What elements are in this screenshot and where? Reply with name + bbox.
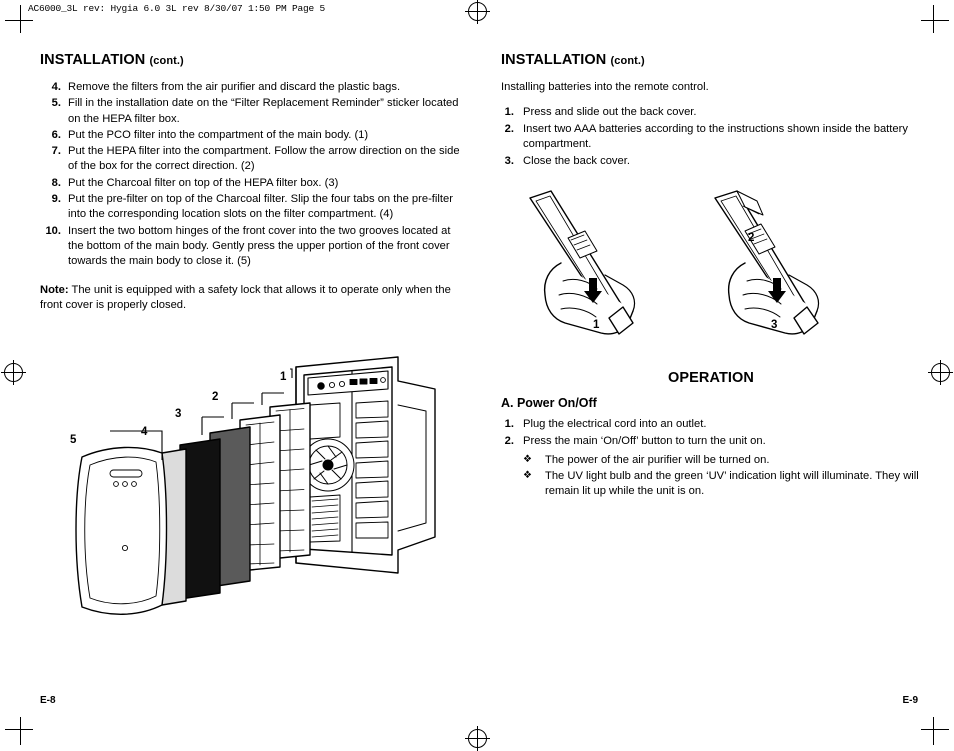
list-item: 9. Put the pre-filter on top of the Charc…: [40, 192, 465, 223]
list-item-text: Put the Charcoal filter on top of the HE…: [68, 176, 339, 189]
list-item: 2. Press the main ‘On/Off’ button to turn…: [501, 434, 921, 449]
list-item-number: 2.: [504, 122, 514, 135]
crop-mark-br-v: [933, 717, 934, 745]
list-item: 3. Close the back cover.: [501, 154, 921, 169]
note-label: Note:: [40, 283, 69, 296]
right-section-heading: INSTALLATION (cont.): [501, 52, 921, 68]
remote-battery-diagram: [505, 185, 905, 350]
list-item-text: Insert two AAA batteries according to th…: [523, 122, 908, 151]
list-item-number: 8.: [51, 176, 61, 189]
crop-mark-tr-v: [933, 5, 934, 33]
remote-figure-label-3: 3: [771, 319, 778, 331]
list-item-number: 1.: [504, 105, 514, 118]
list-item-number: 10.: [45, 224, 61, 237]
list-item: ❖ The UV light bulb and the green ‘UV’ in…: [523, 469, 921, 500]
list-item-text: Close the back cover.: [523, 155, 630, 168]
crop-mark-bl-v: [20, 717, 21, 745]
operation-bullets-list: ❖ The power of the air purifier will be t…: [523, 453, 921, 500]
list-item: 2. Insert two AAA batteries according to …: [501, 122, 921, 153]
list-item-text: Plug the electrical cord into an outlet.: [523, 418, 707, 430]
battery-steps-list: 1. Press and slide out the back cover. 2.…: [501, 105, 921, 170]
registration-mark-right: [928, 360, 953, 385]
figure-label-5: 5: [70, 434, 77, 446]
crop-mark-tr-h: [921, 20, 949, 21]
diamond-bullet-icon: ❖: [523, 454, 532, 466]
list-item-text: Press the main ‘On/Off’ button to turn t…: [523, 435, 766, 448]
list-item-number: 2.: [504, 435, 514, 448]
list-item-text: The power of the air purifier will be tu…: [545, 453, 770, 466]
list-item-text: The UV light bulb and the green ‘UV’ ind…: [545, 469, 919, 498]
operation-section: OPERATION A. Power On/Off 1. Plug the ele…: [501, 370, 921, 500]
crop-mark-tl-h: [5, 20, 33, 21]
list-item-text: Remove the filters from the air purifier…: [68, 81, 401, 93]
diamond-bullet-icon: ❖: [523, 470, 532, 482]
list-item: ❖ The power of the air purifier will be t…: [523, 453, 921, 468]
list-item: 8. Put the Charcoal filter on top of the …: [40, 176, 465, 191]
registration-mark-bottom: [465, 726, 490, 751]
registration-mark-top: [465, 0, 490, 24]
note-text: The unit is equipped with a safety lock …: [40, 283, 451, 312]
registration-mark-left: [1, 360, 26, 385]
list-item-number: 4.: [51, 81, 61, 93]
left-heading-text: INSTALLATION: [40, 52, 146, 68]
list-item-text: Put the HEPA filter into the compartment…: [68, 145, 460, 173]
list-item: 1. Press and slide out the back cover.: [501, 105, 921, 120]
list-item-number: 9.: [51, 193, 61, 206]
list-item-text: Press and slide out the back cover.: [523, 105, 697, 118]
list-item-number: 1.: [504, 418, 514, 430]
operation-heading: OPERATION: [667, 370, 755, 386]
list-item: 5. Fill in the installation date on the “…: [40, 96, 465, 127]
safety-lock-note: Note: The unit is equipped with a safety…: [40, 283, 465, 314]
list-item-text: Put the pre-filter on top of the Charcoa…: [68, 193, 453, 221]
list-item-text: Put the PCO filter into the compartment …: [68, 128, 369, 141]
list-item: 7. Put the HEPA filter into the compartme…: [40, 144, 465, 175]
exploded-purifier-diagram: [40, 345, 460, 675]
left-heading-cont: (cont.): [149, 55, 184, 67]
list-item-number: 3.: [504, 155, 514, 168]
remote-figure-label-1: 1: [593, 319, 600, 331]
right-column: INSTALLATION (cont.) Installing batterie…: [501, 52, 921, 172]
installation-steps-list: 4. Remove the filters from the air purifi…: [40, 80, 465, 270]
right-heading-cont: (cont.): [610, 55, 645, 67]
list-item: 4. Remove the filters from the air purifi…: [40, 80, 465, 95]
print-slug: AC6000_3L rev: Hygia 6.0 3L rev 8/30/07 …: [28, 3, 326, 14]
figure-label-3: 3: [175, 408, 182, 420]
remote-figure-label-2: 2: [748, 232, 755, 244]
figure-label-2: 2: [212, 391, 219, 403]
crop-mark-bl-h: [5, 729, 33, 730]
list-item-number: 6.: [51, 128, 61, 141]
battery-intro-text: Installing batteries into the remote con…: [501, 81, 709, 93]
right-heading-text: INSTALLATION: [501, 52, 607, 68]
list-item: 10. Insert the two bottom hinges of the f…: [40, 224, 465, 270]
list-item-number: 5.: [51, 97, 61, 110]
folio-right: E-9: [902, 695, 918, 706]
left-section-heading: INSTALLATION (cont.): [40, 52, 465, 68]
list-item: 1. Plug the electrical cord into an outle…: [501, 417, 921, 432]
folio-left: E-8: [40, 695, 56, 706]
list-item-text: Fill in the installation date on the “Fi…: [68, 97, 459, 125]
operation-subheading: A. Power On/Off: [501, 396, 597, 410]
figure-label-1: 1: [280, 371, 287, 383]
list-item-number: 7.: [51, 145, 61, 158]
list-item: 6. Put the PCO filter into the compartmen…: [40, 128, 465, 143]
list-item-text: Insert the two bottom hinges of the fron…: [68, 224, 451, 268]
left-column: INSTALLATION (cont.) 4. Remove the filter…: [40, 52, 465, 314]
crop-mark-br-h: [921, 729, 949, 730]
operation-steps-list: 1. Plug the electrical cord into an outle…: [501, 417, 921, 450]
figure-label-4: 4: [141, 426, 148, 438]
crop-mark-tl-v: [20, 5, 21, 33]
